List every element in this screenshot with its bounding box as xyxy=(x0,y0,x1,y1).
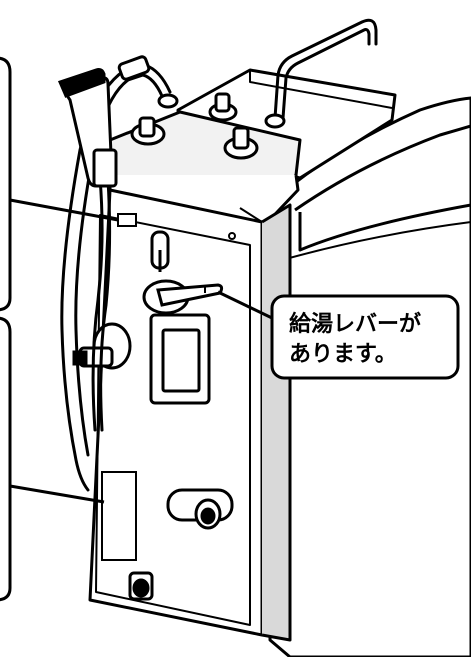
leader-lines xyxy=(9,198,273,504)
hot-water-lever-callout: 給湯レバーが あります。 xyxy=(270,294,460,380)
small-valve xyxy=(150,230,170,272)
shower-head xyxy=(57,68,118,188)
top-label xyxy=(117,213,137,227)
bottom-valve xyxy=(128,571,154,601)
cabinet xyxy=(88,188,292,642)
screw xyxy=(228,232,236,240)
callout-line-1: 給湯レバーが xyxy=(289,311,421,337)
left-callouts xyxy=(0,56,12,602)
top-knobs xyxy=(130,92,286,160)
display-panel xyxy=(149,313,211,405)
hot-water-lever[interactable] xyxy=(142,279,224,315)
hose-connector xyxy=(117,55,151,81)
callout-line-2: あります。 xyxy=(289,342,397,367)
lower-label xyxy=(101,471,137,561)
drain-fitting xyxy=(166,488,234,530)
spout-pipe xyxy=(273,18,378,120)
